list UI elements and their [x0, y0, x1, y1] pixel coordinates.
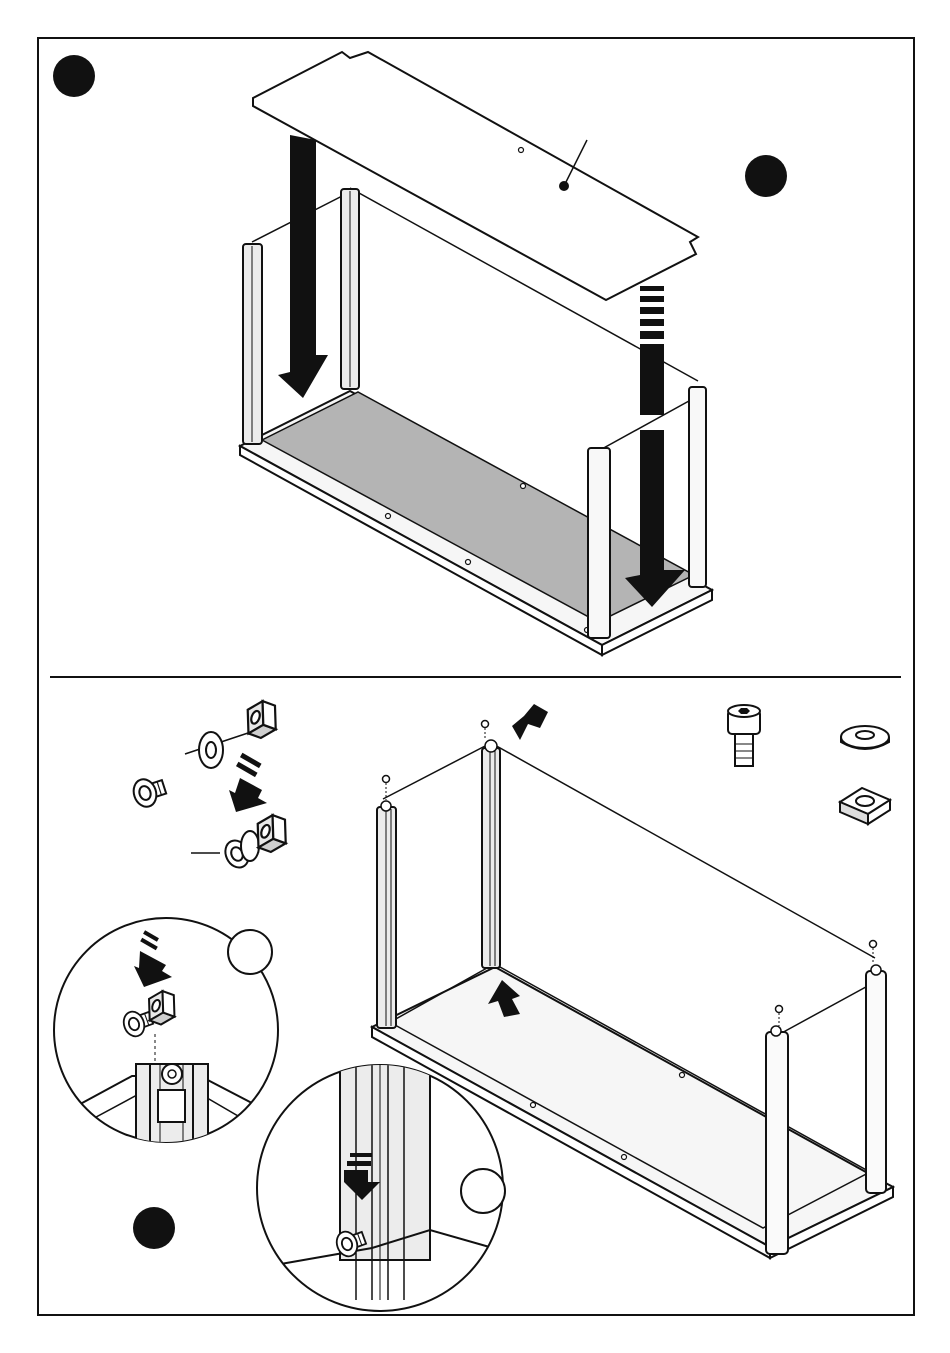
- hex-socket-bolt-icon: [728, 705, 760, 766]
- hex-socket-bolt-icon: [130, 774, 168, 810]
- washer-icon: [841, 726, 889, 749]
- down-arrow-small: [229, 753, 267, 812]
- detail-marker-icon: [461, 1169, 505, 1213]
- down-arrow-left: [278, 135, 328, 398]
- exploded-fastener: [130, 697, 293, 871]
- bottom-step-illustration: [54, 697, 893, 1311]
- detail-marker-icon: [228, 930, 272, 974]
- diagonal-arrow: [512, 704, 548, 740]
- top-panel: [253, 52, 698, 300]
- step-marker-icon: [133, 1207, 175, 1249]
- nut-insertion-detail: [54, 918, 278, 1154]
- part-callout-icon: [745, 155, 787, 197]
- top-step-illustration: [53, 52, 787, 655]
- step-marker-icon: [53, 55, 95, 97]
- square-nut-icon: [840, 788, 890, 824]
- bolt-tightening-detail: [257, 1060, 505, 1311]
- square-nut-icon: [240, 697, 283, 741]
- hardware-legend: [728, 705, 890, 824]
- washer-icon: [199, 732, 223, 768]
